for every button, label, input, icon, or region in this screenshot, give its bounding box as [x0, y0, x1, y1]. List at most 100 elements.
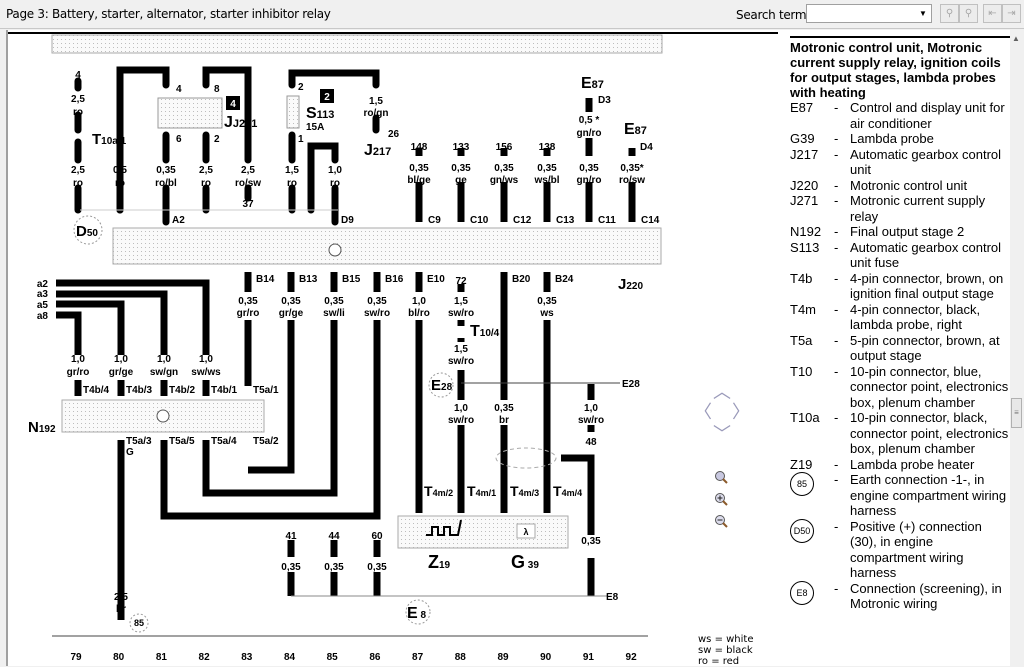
svg-text:C13: C13	[556, 215, 575, 226]
find-prev-button[interactable]: ⚲	[940, 4, 959, 23]
ecu-j220	[112, 227, 662, 265]
shield-ellipse	[495, 447, 557, 469]
legend-desc: Control and display unit for air conditi…	[850, 100, 1005, 131]
next-page-icon: ⇥	[1007, 8, 1016, 19]
legend-desc: 10-pin connector, black, connector point…	[850, 410, 1009, 456]
fuse-number-box	[320, 89, 334, 103]
pan-up-button[interactable]: ︿	[713, 382, 731, 402]
legend-desc: 10-pin connector, blue, connector point,…	[850, 363, 1009, 410]
svg-text:1,0: 1,0	[199, 354, 213, 365]
search-input[interactable]: ▼	[806, 4, 932, 23]
svg-text:gr/ro: gr/ro	[67, 367, 90, 378]
n192-label: N192	[28, 419, 56, 436]
svg-text:0,35: 0,35	[238, 296, 258, 307]
legend-item: J220-Motronic control unit	[790, 178, 1010, 194]
svg-text:0,35: 0,35	[451, 163, 471, 174]
e28-label: E28	[431, 377, 453, 394]
svg-text:E10: E10	[427, 274, 445, 285]
svg-text:ro: ro	[73, 178, 83, 189]
svg-text:T5a/1: T5a/1	[253, 385, 279, 396]
search-label: Search term:	[736, 8, 810, 22]
track-number: 91	[583, 652, 595, 663]
chevron-down-icon[interactable]: ▼	[919, 9, 927, 18]
svg-text:133: 133	[453, 142, 470, 153]
svg-text:ro/sw: ro/sw	[619, 175, 645, 186]
zoom-fit-button[interactable]	[714, 470, 728, 484]
relay-number: 4	[230, 99, 236, 110]
ground-85-circle	[129, 613, 149, 633]
n192-wire-labels: 1,0gr/ro 1,0gr/ge 1,0sw/gn 1,0sw/ws T4b/…	[67, 354, 279, 458]
pan-down-button[interactable]: ﹀	[713, 424, 731, 444]
svg-text:1,0: 1,0	[584, 403, 598, 414]
j220-label: J220	[618, 276, 643, 293]
find-next-button[interactable]: ⚲	[959, 4, 978, 23]
svg-text:C14: C14	[641, 215, 660, 226]
svg-text:B20: B20	[512, 274, 531, 285]
svg-text:a3: a3	[37, 289, 49, 300]
svg-text:gn/ws: gn/ws	[490, 175, 519, 186]
wire-size: 2,5	[71, 165, 85, 176]
svg-text:1,0: 1,0	[328, 165, 342, 176]
legend-item: G39-Lambda probe	[790, 131, 1010, 147]
legend-dash: -	[834, 301, 839, 317]
track-number: 86	[369, 652, 381, 663]
scroll-thumb[interactable]: ≡	[1011, 398, 1022, 428]
svg-text:ro: ro	[115, 178, 125, 189]
svg-text:sw/li: sw/li	[323, 308, 345, 319]
svg-text:gn/ro: gn/ro	[577, 175, 602, 186]
svg-text:156: 156	[496, 142, 513, 153]
svg-text:6: 6	[176, 134, 182, 145]
prev-page-icon: ⇤	[988, 8, 997, 19]
track-number: 84	[284, 652, 296, 663]
e8-circle	[405, 599, 431, 625]
b-wire-paths	[160, 272, 595, 596]
zoom-in-button[interactable]	[714, 492, 728, 506]
svg-text:B15: B15	[342, 274, 361, 285]
svg-text:ge: ge	[455, 175, 467, 186]
track-number: 79	[70, 652, 82, 663]
track-number: 80	[113, 652, 125, 663]
svg-text:T5a/3: T5a/3	[126, 436, 152, 447]
legend-desc: Positive (+) connection (30), in engine …	[850, 518, 982, 581]
svg-text:T4m/4: T4m/4	[553, 483, 582, 499]
legend-title: Motronic control unit, Motronic current …	[790, 36, 1010, 100]
zoom-out-button[interactable]	[714, 514, 728, 528]
svg-text:T4b/3: T4b/3	[126, 385, 153, 396]
lambda-probe-box	[397, 515, 569, 549]
legend-code: Z19	[790, 456, 813, 472]
track-number: 90	[540, 652, 552, 663]
legend-dash: -	[834, 270, 839, 286]
legend-code: T10	[790, 363, 813, 379]
legend-code: J271	[790, 193, 819, 208]
prev-page-button[interactable]: ⇤	[983, 4, 1002, 23]
wiring-diagram: 4 JJ271 2 S113 15A 4 2,5 ro T10a/1 2,5ro…	[8, 32, 778, 663]
svg-text:138: 138	[539, 142, 556, 153]
svg-text:T4m/1: T4m/1	[467, 483, 496, 499]
legend-dash: -	[834, 239, 839, 255]
pan-right-button[interactable]: 〉	[732, 402, 750, 422]
legend-item: J217-Automatic gearbox control unit	[790, 147, 1010, 178]
svg-text:A2: A2	[172, 215, 185, 226]
e8-label: E 8	[407, 605, 426, 622]
legend-dash: -	[834, 580, 839, 596]
svg-text:E8: E8	[606, 592, 619, 603]
color-key-item: ws = white	[698, 634, 754, 645]
svg-text:sw/ro: sw/ro	[578, 415, 604, 426]
legend-item: T4b-4-pin connector, brown, on ignition …	[790, 271, 1010, 302]
pan-left-button[interactable]: 〈	[694, 402, 712, 422]
legend-desc: Automatic gearbox control unit	[850, 146, 1002, 178]
vertical-scrollbar[interactable]: ▲ ≡	[1010, 30, 1024, 666]
component-strip-top	[51, 34, 663, 54]
scroll-up-icon[interactable]: ▲	[1012, 34, 1020, 43]
svg-text:sw/ro: sw/ro	[364, 308, 390, 319]
legend-code: D50	[790, 518, 834, 581]
legend-code: E8	[790, 580, 834, 612]
track-number: 82	[199, 652, 211, 663]
next-page-button[interactable]: ⇥	[1002, 4, 1021, 23]
legend-item: S113-Automatic gearbox control unit fuse	[790, 240, 1010, 271]
svg-text:sw/ro: sw/ro	[448, 415, 474, 426]
legend-code: N192	[790, 224, 822, 239]
